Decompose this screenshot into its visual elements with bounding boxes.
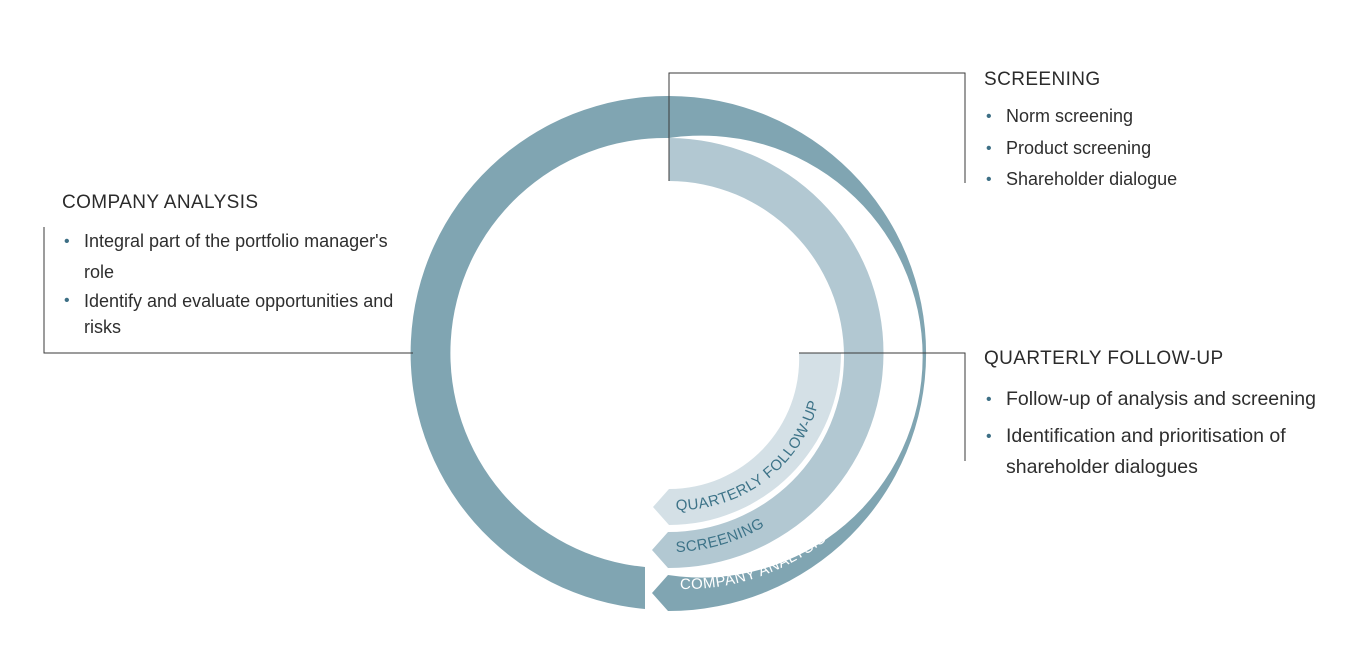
list-item: • Integral part of the portfolio manager… bbox=[62, 226, 422, 288]
company-analysis-panel: COMPANY ANALYSIS • Integral part of the … bbox=[62, 192, 422, 340]
quarterly-follow-up-panel: QUARTERLY FOLLOW-UP • Follow-up of analy… bbox=[984, 348, 1354, 483]
company-analysis-bullets: • Integral part of the portfolio manager… bbox=[62, 226, 422, 340]
list-item: • Norm screening bbox=[984, 101, 1324, 133]
bullet-text: Follow-up of analysis and screening bbox=[1006, 388, 1317, 410]
screening-bullets: • Norm screening • Product screening • S… bbox=[984, 101, 1324, 196]
list-item: • Identify and evaluate opportunities an… bbox=[62, 288, 422, 340]
bullet-text: Identification and prioritisation of sha… bbox=[1006, 425, 1286, 478]
quarterly-follow-up-bullets: • Follow-up of analysis and screening • … bbox=[984, 384, 1354, 483]
bullet-dot-icon: • bbox=[64, 233, 70, 250]
list-item: • Product screening bbox=[984, 133, 1324, 165]
inner-ring-quarterly-follow-up bbox=[653, 353, 841, 525]
bullet-dot-icon: • bbox=[986, 171, 992, 188]
bullet-dot-icon: • bbox=[986, 391, 992, 408]
company-analysis-title: COMPANY ANALYSIS bbox=[62, 192, 259, 213]
bullet-text: Norm screening bbox=[1006, 106, 1134, 126]
bullet-text: Shareholder dialogue bbox=[1006, 169, 1178, 189]
bullet-dot-icon: • bbox=[986, 139, 992, 157]
middle-ring-screening bbox=[652, 138, 884, 569]
connector-quarterly-follow-up bbox=[799, 352, 966, 461]
list-item: • Follow-up of analysis and screening bbox=[984, 384, 1354, 415]
list-item: • Identification and prioritisation of s… bbox=[984, 421, 1354, 483]
screening-title: SCREENING bbox=[984, 69, 1101, 90]
connector-company-analysis bbox=[43, 227, 413, 354]
bullet-dot-icon: • bbox=[64, 292, 70, 309]
connector-screening bbox=[668, 72, 966, 183]
bullet-dot-icon: • bbox=[986, 428, 992, 445]
bullet-text: Product screening bbox=[1006, 137, 1152, 158]
screening-panel: SCREENING • Norm screening • Product scr… bbox=[984, 69, 1324, 196]
list-item: • Shareholder dialogue bbox=[984, 164, 1324, 196]
bullet-text: Identify and evaluate opportunities and … bbox=[84, 291, 394, 337]
quarterly-follow-up-title: QUARTERLY FOLLOW-UP bbox=[984, 348, 1224, 369]
bullet-dot-icon: • bbox=[986, 108, 992, 125]
bullet-text: Integral part of the portfolio manager's… bbox=[84, 231, 388, 282]
outer-ring-start-section bbox=[410, 95, 669, 610]
